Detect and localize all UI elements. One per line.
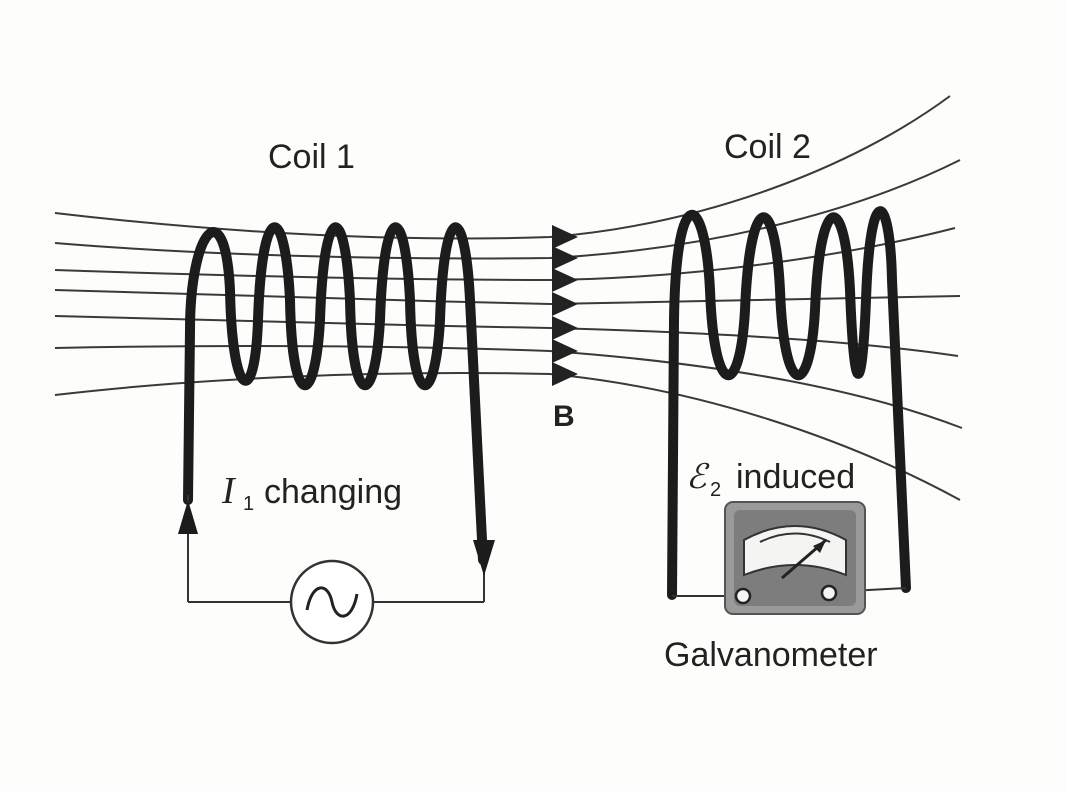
field-arrow-head	[552, 225, 578, 249]
emf-symbol: ℰ	[686, 459, 710, 496]
field-arrows	[552, 225, 578, 386]
coil-1-label: Coil 1	[268, 138, 355, 176]
emf-label: induced	[736, 458, 855, 496]
coil-1	[183, 222, 488, 565]
galvanometer-label: Galvanometer	[664, 636, 878, 674]
current-label: changing	[264, 473, 402, 511]
ac-source-icon	[289, 559, 375, 645]
coil-2-label: Coil 2	[724, 128, 811, 166]
field-arrow-head	[552, 316, 578, 340]
arrow-up-icon	[178, 500, 198, 534]
field-line	[54, 315, 959, 357]
emf-subscript: 2	[710, 479, 721, 501]
galvanometer-icon	[724, 501, 866, 615]
field-arrow-head	[552, 339, 578, 363]
field-arrow-head	[552, 268, 578, 292]
arrow-down-icon	[473, 540, 495, 576]
field-label: B	[553, 400, 575, 433]
field-arrow-head	[552, 246, 578, 270]
field-arrow-head	[552, 362, 578, 386]
field-line	[54, 345, 963, 429]
current-symbol: I	[221, 470, 237, 512]
coil-2	[667, 206, 911, 600]
current-subscript: 1	[243, 493, 254, 515]
field-arrow-head	[552, 292, 578, 316]
field-line	[54, 371, 961, 501]
field-line	[54, 95, 951, 240]
